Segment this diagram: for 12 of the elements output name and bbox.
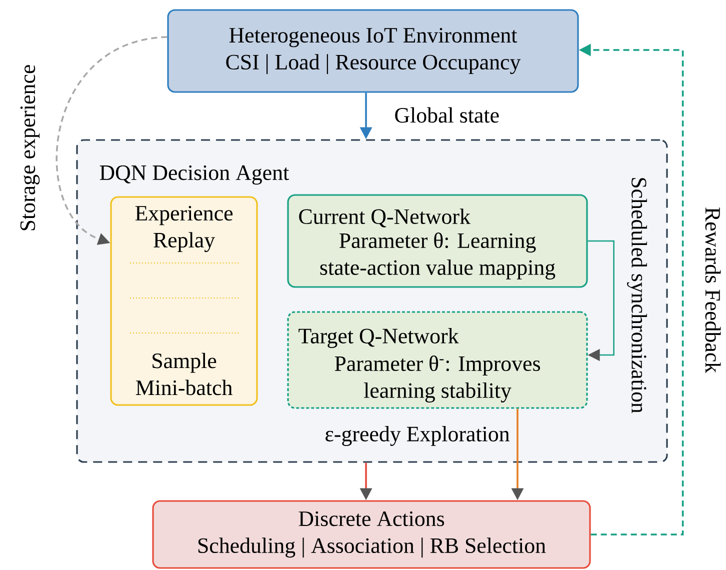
edge-label: Rewards Feedback xyxy=(703,204,723,376)
network-box: Current Q-Network Parameter θ: Learning state-action value mapping xyxy=(287,194,588,288)
arrow xyxy=(588,240,614,362)
environment-box: Heterogeneous IoT Environment CSI | Load | Resource Occupancy xyxy=(167,9,579,93)
edge-label: Scheduled synchronization xyxy=(625,174,649,416)
edge-label: Global state xyxy=(392,105,502,125)
network-box: Target Q-Network Parameter θ$^{-}$: Improves learning stability xyxy=(287,311,588,409)
arrow xyxy=(56,36,168,245)
action-box: Discrete Actions Scheduling | Association | RB Selection xyxy=(152,500,591,569)
replay-buffer-box: Experience Replay Sample Mini-batch xyxy=(110,196,258,406)
edge-label: Storage experience xyxy=(18,62,42,234)
edge-label: ε-greedy Exploration xyxy=(322,424,512,448)
